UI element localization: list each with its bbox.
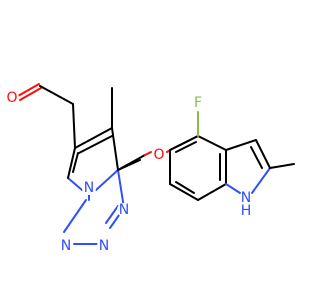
triazine-nitrogen-3: N	[117, 202, 131, 218]
indole-bond-c3-c2	[255, 139, 271, 169]
pyrrole-bond-c7-c6-inner	[72, 152, 79, 173]
triazine-bond-c4-n3	[117, 169, 125, 209]
aldehyde-oxygen-atom: O	[5, 90, 19, 106]
svg-text:N: N	[61, 238, 71, 254]
benzene-bond-3	[197, 183, 227, 201]
ether-oxygen-atom: O	[152, 147, 166, 163]
svg-text:N: N	[119, 202, 129, 218]
triazine-nitrogen-2: N	[97, 238, 111, 254]
indole-nh-atom: N H	[238, 190, 254, 219]
aldehyde-co-bond-a	[17, 83, 40, 97]
aldehyde-ch-bond	[39, 85, 74, 105]
methyl-bond-indole	[269, 163, 295, 169]
svg-text:F: F	[194, 95, 202, 111]
indole-bond-c3a-c3	[225, 139, 257, 151]
pyrrole-bond-c4a-n	[95, 169, 119, 191]
benzene-bond-4-inner	[175, 181, 195, 194]
benzene-bond-6-inner	[175, 141, 197, 153]
c4-ether-bond-b	[144, 151, 152, 156]
svg-text:N: N	[241, 190, 251, 206]
benzene-bond-1	[197, 135, 227, 151]
triazine-nitrogen-1: N	[59, 238, 73, 254]
triazine-bond-n3-c2-inner	[105, 205, 119, 224]
pyrrole-bond-c6-c5-inner	[78, 135, 113, 154]
fluorine-atom: F	[191, 95, 205, 111]
chemical-structure-canvas: O O F N N N N N H	[5, 83, 295, 254]
svg-text:N: N	[84, 180, 94, 196]
indole-bond-c3-c2-inner	[250, 146, 263, 169]
aldehyde-to-ring-bond	[72, 103, 76, 149]
svg-text:O: O	[6, 90, 17, 106]
pyrrole-bond-c6-c5	[74, 127, 113, 149]
svg-text:O: O	[153, 147, 164, 163]
molecule-drawing: O O F N N N N N H	[5, 83, 295, 254]
pyrrole-bond-n-c7	[67, 177, 83, 191]
svg-text:N: N	[99, 238, 109, 254]
benzene-bond-6	[169, 135, 199, 151]
indole-bond-c2-n1	[251, 167, 271, 194]
pyrrole-bond-c7-c6	[67, 147, 76, 179]
pyrrole-bond-c5-c4a	[111, 127, 119, 171]
indole-bond-n1-c7a	[225, 183, 241, 194]
svg-text:H: H	[241, 203, 252, 219]
benzene-bond-4	[169, 183, 199, 201]
aldehyde-co-bond-b	[19, 87, 42, 101]
c4-ether-bond-a	[117, 154, 146, 171]
pyrrole-nitrogen-atom: N	[82, 180, 96, 196]
triazine-bond-n1-n8	[63, 199, 87, 233]
